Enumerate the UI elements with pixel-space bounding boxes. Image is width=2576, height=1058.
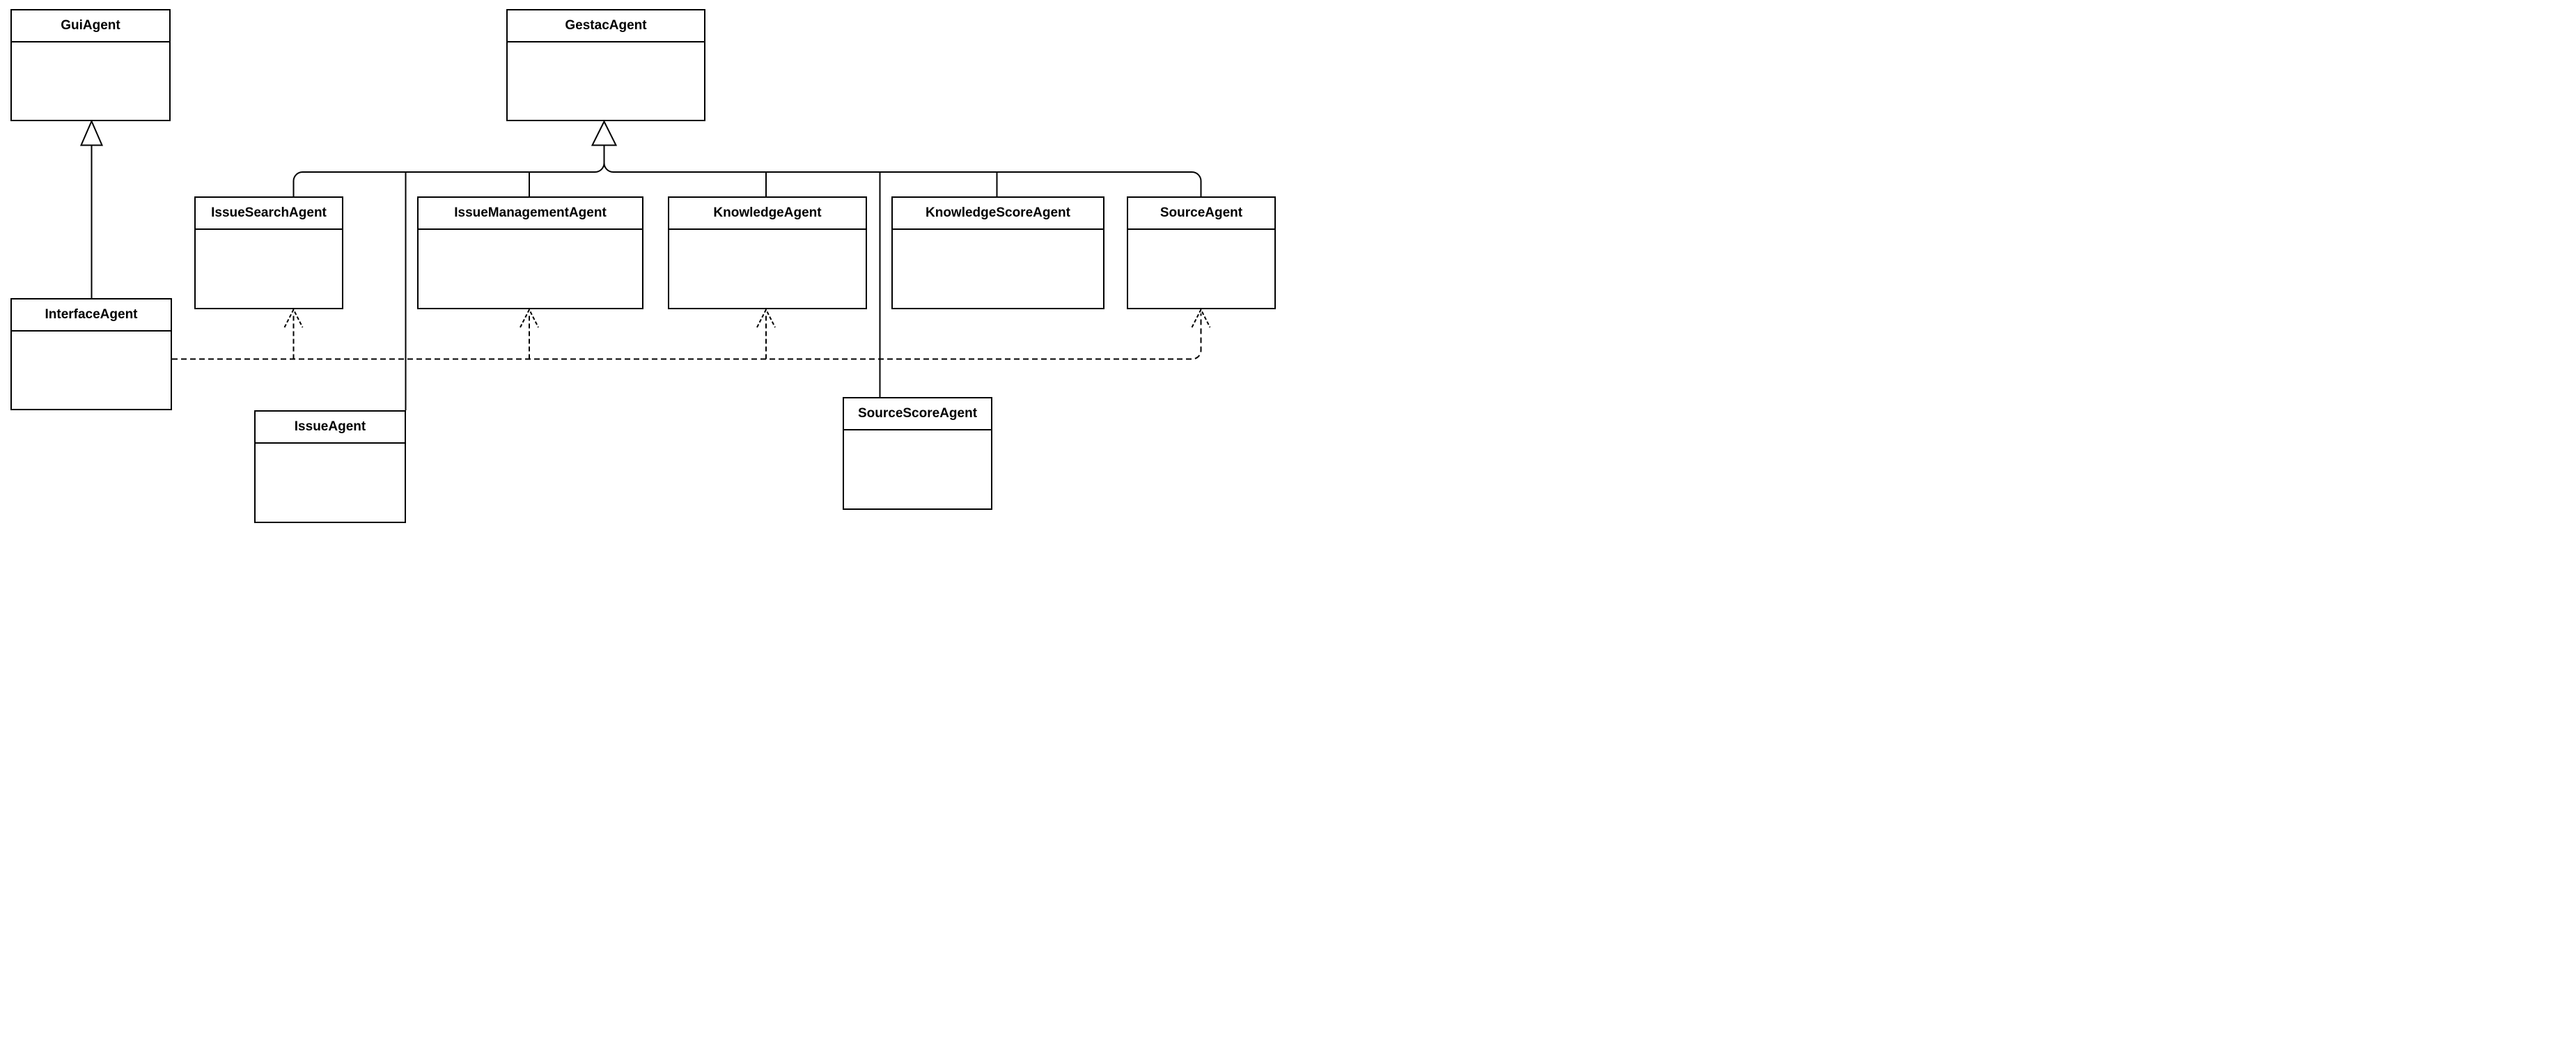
class-name-label: IssueAgent: [256, 412, 405, 444]
hollow-triangle-arrowhead-guiagent: [79, 119, 104, 146]
dependency-edge-main: [172, 313, 1202, 360]
uml-class-diagram: GuiAgent GestacAgent IssueSearchAgent Is…: [0, 0, 1288, 529]
class-box-knowledge-agent[interactable]: KnowledgeAgent: [668, 196, 867, 309]
class-attributes-compartment: [893, 230, 1103, 308]
class-attributes-compartment: [419, 230, 642, 308]
class-attributes-compartment: [12, 332, 171, 409]
class-attributes-compartment: [1128, 230, 1274, 308]
class-name-label: InterfaceAgent: [12, 299, 171, 332]
class-box-interface-agent[interactable]: InterfaceAgent: [10, 298, 172, 410]
class-box-source-score-agent[interactable]: SourceScoreAgent: [843, 397, 992, 510]
generalization-tree-branch-right: [603, 145, 1202, 196]
class-box-issue-agent[interactable]: IssueAgent: [254, 410, 406, 523]
open-arrowhead-sourceagent: [1191, 308, 1211, 328]
class-name-label: KnowledgeScoreAgent: [893, 198, 1103, 230]
class-attributes-compartment: [256, 444, 405, 522]
class-box-gui-agent[interactable]: GuiAgent: [10, 9, 171, 121]
hollow-triangle-arrowhead-gestacagent: [591, 120, 618, 146]
open-arrowhead-issuemanagementagent: [520, 308, 539, 328]
class-box-issue-search-agent[interactable]: IssueSearchAgent: [194, 196, 343, 309]
class-box-issue-management-agent[interactable]: IssueManagementAgent: [417, 196, 643, 309]
class-box-knowledge-score-agent[interactable]: KnowledgeScoreAgent: [891, 196, 1104, 309]
open-arrowhead-knowledgeagent: [756, 308, 776, 328]
class-name-label: SourceScoreAgent: [844, 398, 991, 430]
class-attributes-compartment: [196, 230, 342, 308]
relationship-edges: [79, 119, 1211, 410]
class-name-label: GestacAgent: [508, 10, 704, 42]
class-attributes-compartment: [508, 42, 704, 120]
class-name-label: IssueSearchAgent: [196, 198, 342, 230]
class-attributes-compartment: [12, 42, 169, 120]
class-name-label: IssueManagementAgent: [419, 198, 642, 230]
open-arrowhead-issuesearchagent: [283, 308, 304, 328]
class-attributes-compartment: [844, 430, 991, 508]
class-name-label: KnowledgeAgent: [669, 198, 866, 230]
class-name-label: GuiAgent: [12, 10, 169, 42]
class-box-source-agent[interactable]: SourceAgent: [1127, 196, 1276, 309]
class-box-gestac-agent[interactable]: GestacAgent: [506, 9, 705, 121]
class-attributes-compartment: [669, 230, 866, 308]
class-name-label: SourceAgent: [1128, 198, 1274, 230]
generalization-tree-branch-left: [292, 145, 605, 196]
